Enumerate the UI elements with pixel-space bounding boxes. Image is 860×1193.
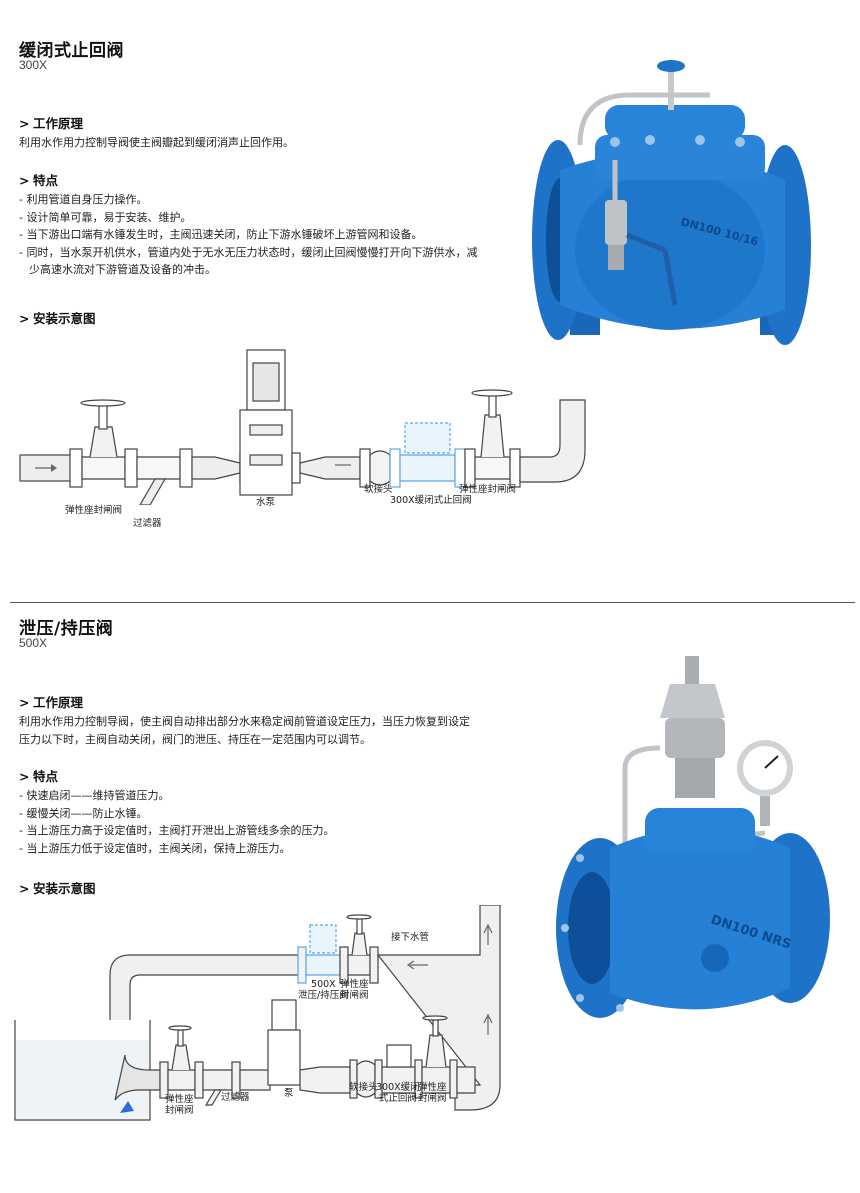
label-line: 弹性座 bbox=[418, 1082, 447, 1093]
heading-label: 工作原理 bbox=[33, 116, 84, 131]
section1-model: 300X bbox=[19, 58, 48, 72]
chevron-right-icon: > bbox=[19, 695, 30, 710]
label-pump: 水泵 bbox=[256, 497, 276, 508]
list-item: - 设计简单可靠，易于安装、维护。 bbox=[19, 210, 192, 224]
label-line: 500X bbox=[311, 979, 336, 990]
heading-label: 安装示意图 bbox=[33, 881, 96, 896]
label-line: 封闸阀 bbox=[340, 990, 369, 1001]
list-item: - 快速启闭——维持管道压力。 bbox=[19, 789, 170, 802]
section2-install-heading: >安装示意图 bbox=[19, 878, 96, 897]
chevron-right-icon: > bbox=[19, 116, 30, 131]
installation-diagram-500x bbox=[14, 905, 501, 1121]
section1-install-heading: >安装示意图 bbox=[19, 308, 96, 327]
label-line: 封闸阀 bbox=[418, 1093, 447, 1104]
label-gate-valve-lower-left: 弹性座 封闸阀 bbox=[165, 1094, 194, 1116]
label-line: 式止回阀 bbox=[378, 1093, 417, 1104]
valve-300x-product-image: DN100 10/16 bbox=[532, 60, 811, 345]
heading-label: 特点 bbox=[33, 173, 59, 188]
label-gate-valve-left: 弹性座封闸阀 bbox=[65, 505, 123, 516]
section-divider bbox=[10, 602, 855, 603]
label-soft-joint: 软接头 bbox=[364, 484, 393, 495]
label-gate-valve-lower-right: 弹性座 封闸阀 bbox=[418, 1082, 447, 1104]
label-soft-joint-2: 软接头 bbox=[349, 1082, 378, 1093]
chevron-right-icon: > bbox=[19, 173, 30, 188]
list-item: - 缓慢关闭——防止水锤。 bbox=[19, 806, 148, 820]
label-line: 弹性座 bbox=[340, 979, 369, 990]
label-gate-valve-top: 弹性座 封闸阀 bbox=[340, 979, 369, 1001]
section2-features-heading: >特点 bbox=[19, 766, 58, 785]
section2-feature-list: - 快速启闭——维持管道压力。 - 缓慢关闭——防止水锤。 - 当上游压力高于设… bbox=[19, 787, 334, 857]
chevron-right-icon: > bbox=[19, 311, 30, 326]
section1-principle-heading: >工作原理 bbox=[19, 113, 83, 132]
label-pump-2: 泵 bbox=[284, 1088, 294, 1099]
label-line: 弹性座 bbox=[165, 1094, 194, 1105]
list-item: - 当下游出口端有水锤发生时，主阀迅速关闭，防止下游水锤破坏上游管网和设备。 bbox=[19, 228, 423, 241]
heading-label: 特点 bbox=[33, 769, 59, 784]
list-item: - 利用管道自身压力操作。 bbox=[19, 193, 148, 206]
section2-principle-text: 利用水作用力控制导阀，使主阀自动排出部分水来稳定阀前管道设定压力，当压力恢复到设… bbox=[19, 713, 470, 749]
section1-features-heading: >特点 bbox=[19, 170, 58, 189]
list-item: - 当上游压力低于设定值时，主阀关闭，保持上游压力。 bbox=[19, 841, 291, 855]
label-filter: 过滤器 bbox=[133, 518, 162, 529]
heading-label: 工作原理 bbox=[33, 695, 84, 710]
label-300x-valve: 300X缓闭式止回阀 bbox=[390, 495, 472, 506]
section1-principle-text: 利用水作用力控制导阀使主阀瓣起到缓闭消声止回作用。 bbox=[19, 136, 294, 149]
section2-model: 500X bbox=[19, 636, 48, 650]
paragraph-line: 压力以下时，主阀自动关闭，阀门的泄压、持压在一定范围内可以调节。 bbox=[19, 733, 371, 746]
list-item: - 同时，当水泵开机供水，管道内处于无水无压力状态时，缓闭止回阀慢慢打开向下游供… bbox=[19, 245, 478, 259]
section1-title: 缓闭式止回阀 bbox=[19, 41, 124, 61]
chevron-right-icon: > bbox=[19, 769, 30, 784]
chevron-right-icon: > bbox=[19, 881, 30, 896]
label-filter-2: 过滤器 bbox=[221, 1092, 250, 1103]
installation-diagram-300x bbox=[19, 349, 586, 505]
paragraph-line: 利用水作用力控制导阀，使主阀自动排出部分水来稳定阀前管道设定压力，当压力恢复到设… bbox=[19, 715, 470, 728]
section1-feature-list: - 利用管道自身压力操作。 - 设计简单可靠，易于安装、维护。 - 当下游出口端… bbox=[19, 191, 477, 279]
section2-principle-heading: >工作原理 bbox=[19, 692, 83, 711]
label-line: 封闸阀 bbox=[165, 1105, 194, 1116]
list-item: - 当上游压力高于设定值时，主阀打开泄出上游管线多余的压力。 bbox=[19, 824, 335, 837]
label-line: 300X缓闭 bbox=[376, 1082, 420, 1093]
section2-title: 泄压/持压阀 bbox=[19, 619, 114, 639]
valve-500x-product-image: DN100 NRS bbox=[556, 656, 830, 1018]
label-500x-valve: 500X 泄压/持压阀 bbox=[298, 979, 349, 1001]
label-gate-valve-right: 弹性座封闸阀 bbox=[459, 484, 517, 495]
list-item: 少高速水流对下游管道及设备的冲击。 bbox=[29, 263, 216, 276]
heading-label: 安装示意图 bbox=[33, 311, 96, 326]
label-line: 泄压/持压阀 bbox=[298, 990, 349, 1001]
label-300x-valve-2: 300X缓闭 式止回阀 bbox=[376, 1082, 420, 1104]
label-downstream-pipe: 接下水管 bbox=[391, 932, 430, 943]
